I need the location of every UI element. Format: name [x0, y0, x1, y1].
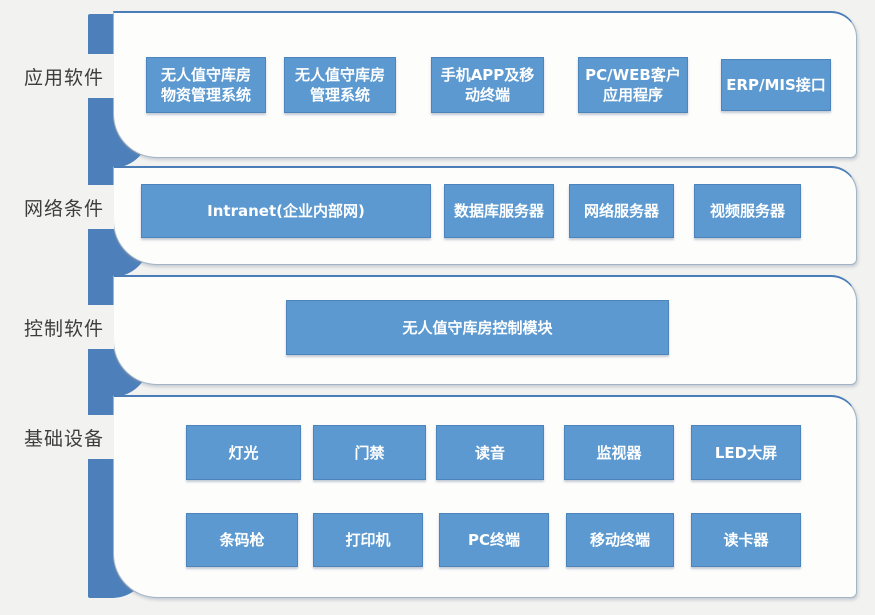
layer-label-control-software: 控制软件	[4, 305, 114, 349]
box-pc-terminal: PC终端	[439, 513, 549, 567]
box-mobile-app-terminal: 手机APP及移 动终端	[431, 57, 544, 113]
box-warehouse-mgmt-system: 无人值守库房 管理系统	[284, 57, 396, 113]
box-video-server: 视频服务器	[694, 184, 801, 238]
box-card-reader: 读卡器	[691, 513, 801, 567]
box-barcode-gun: 条码枪	[186, 513, 298, 567]
layer-panel-network-conditions: Intranet(企业内部网) 数据库服务器 网络服务器 视频服务器	[113, 166, 857, 265]
box-database-server: 数据库服务器	[444, 184, 554, 238]
layer-panel-control-software: 无人值守库房控制模块	[113, 275, 857, 385]
layer-label-network-conditions: 网络条件	[4, 185, 114, 229]
box-intranet: Intranet(企业内部网)	[141, 184, 431, 238]
layer-label-application-software: 应用软件	[4, 54, 114, 98]
layer-label-basic-equipment: 基础设备	[4, 415, 114, 459]
box-led-screen: LED大屏	[691, 425, 801, 480]
box-lighting: 灯光	[186, 425, 301, 480]
box-erp-mis-interface: ERP/MIS接口	[721, 59, 831, 111]
box-mobile-terminal: 移动终端	[566, 513, 674, 567]
box-pc-web-client-app: PC/WEB客户 应用程序	[578, 57, 688, 113]
box-network-server: 网络服务器	[569, 184, 674, 238]
box-printer: 打印机	[313, 513, 423, 567]
box-warehouse-materials-mgmt-system: 无人值守库房 物资管理系统	[146, 57, 266, 113]
box-warehouse-control-module: 无人值守库房控制模块	[286, 300, 669, 355]
box-audio: 读音	[436, 425, 544, 480]
box-monitor: 监视器	[564, 425, 674, 480]
layer-panel-basic-equipment: 灯光 门禁 读音 监视器 LED大屏 条码枪 打印机 PC终端 移动终端 读卡器	[113, 395, 857, 598]
layer-panel-application-software: 无人值守库房 物资管理系统 无人值守库房 管理系统 手机APP及移 动终端 PC…	[113, 11, 857, 158]
box-access-control: 门禁	[313, 425, 426, 480]
